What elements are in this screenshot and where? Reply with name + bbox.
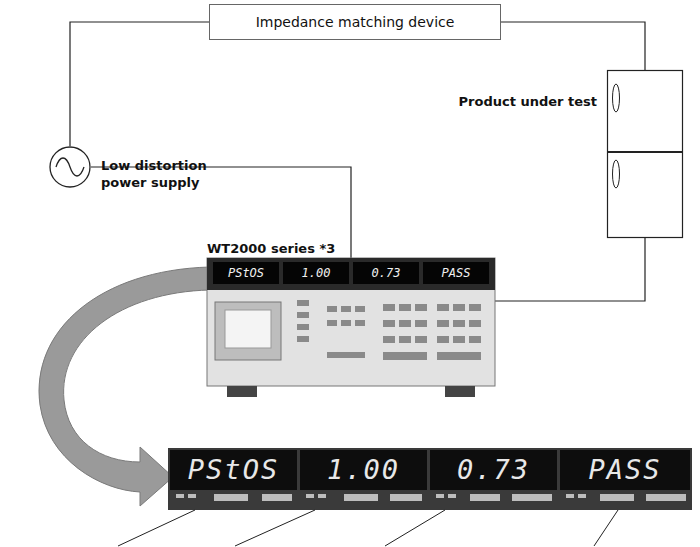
source-circle bbox=[49, 146, 91, 188]
display-window bbox=[300, 450, 427, 490]
box-label: Impedance matching device bbox=[210, 5, 500, 39]
device-box: Impedance matching device bbox=[209, 4, 501, 40]
power-meter: WT2000 series *3PStOS1.000.73PASS bbox=[207, 258, 495, 398]
display-reading: PStOS bbox=[213, 265, 279, 281]
wire bbox=[501, 22, 645, 70]
strip-frame bbox=[168, 448, 692, 510]
display-reading: 0.73 bbox=[430, 452, 557, 488]
refrigerator-outline bbox=[607, 70, 683, 238]
display-window bbox=[170, 450, 297, 490]
display-reading: PASS bbox=[560, 452, 690, 488]
display-reading: 0.73 bbox=[353, 265, 419, 281]
wire bbox=[495, 238, 645, 301]
leader-lines bbox=[118, 510, 618, 546]
display-reading: PStOS bbox=[170, 452, 297, 488]
refrigerator: Product under test bbox=[607, 70, 683, 238]
display-strip bbox=[168, 448, 692, 510]
display-window bbox=[430, 450, 557, 490]
part-label: Product under test bbox=[459, 94, 597, 109]
wire bbox=[70, 22, 209, 146]
part-label: WT2000 series *3 bbox=[207, 241, 335, 256]
display-reading: 1.00 bbox=[300, 452, 427, 488]
power-supply-symbol: Low distortion power supply bbox=[49, 146, 91, 188]
part-label: Low distortion power supply bbox=[101, 158, 219, 192]
display-reading: 1.00 bbox=[283, 265, 349, 281]
display-window bbox=[560, 450, 690, 490]
display-reading: PASS bbox=[423, 265, 489, 281]
display-buttons bbox=[176, 494, 686, 501]
